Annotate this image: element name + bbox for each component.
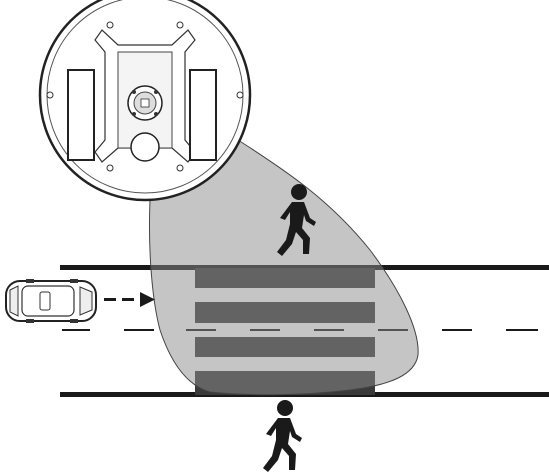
gear-icon: [127, 85, 163, 121]
direction-arrow-icon: [104, 292, 155, 307]
side-panel-left: [67, 69, 95, 161]
lens-icon: [130, 132, 160, 162]
walking-pedestrian-icon: [263, 400, 302, 472]
approaching-car: [5, 279, 97, 323]
overhead-sensor-unit: [38, 0, 252, 202]
walking-pedestrian-icon: [277, 184, 316, 256]
detection-zone: [148, 139, 419, 396]
side-panel-right: [189, 69, 217, 161]
